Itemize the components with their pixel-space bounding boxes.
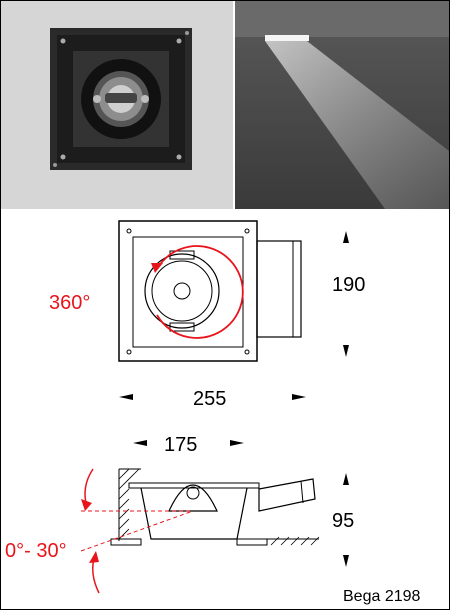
depth-label: 95 (332, 510, 354, 532)
rotation-label: 360° (49, 292, 90, 314)
width-outer-label: 255 (193, 388, 226, 410)
height-label: 190 (332, 274, 365, 296)
width-cutout-arrows (133, 440, 244, 446)
technical-drawing: 360° 190 255 175 (5, 220, 421, 605)
width-outer-arrows (119, 394, 306, 400)
product-code: Bega 2198 (343, 588, 421, 605)
height-dimension-arrows (343, 231, 349, 357)
width-cutout-label: 175 (164, 434, 197, 456)
product-photo-beam (235, 1, 449, 209)
product-photo-front (1, 1, 233, 209)
tilt-arrowheads (81, 499, 99, 563)
top-view (118, 220, 302, 362)
rotation-arrow (151, 245, 244, 339)
depth-dimension-arrows (343, 473, 349, 567)
side-view (110, 468, 320, 546)
tilt-label: 0°- 30° (5, 540, 67, 562)
